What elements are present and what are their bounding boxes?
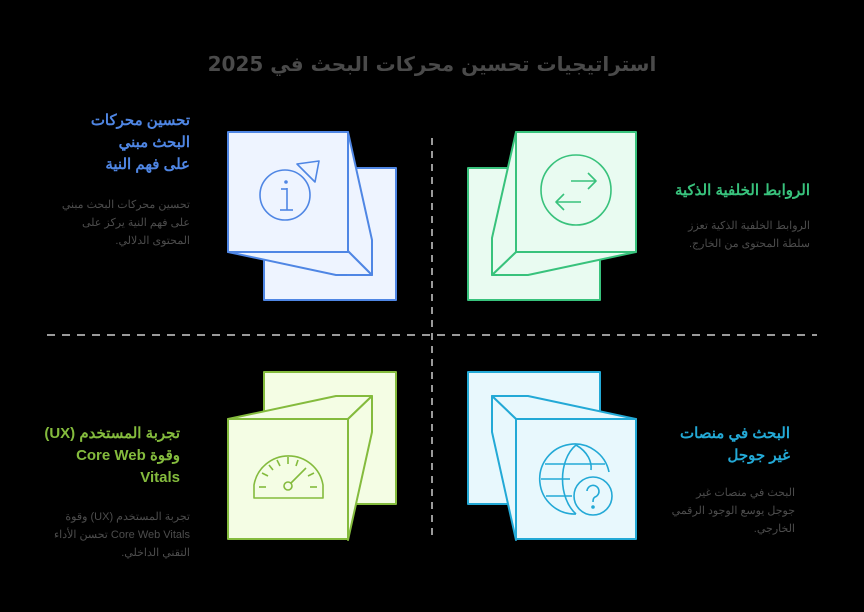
page-title: استراتيجيات تحسين محركات البحث في 2025 xyxy=(207,52,657,76)
quadrant-graphic-top-right xyxy=(467,131,637,301)
description-smart-backlinks: الروابط الخلفية الذكية تعزز سلطة المحتوى… xyxy=(688,220,810,250)
quadrant-graphic-top-left xyxy=(227,131,397,301)
heading-smart-backlinks: الروابط الخلفية الذكية xyxy=(674,182,810,199)
globe-question-icon xyxy=(538,443,613,516)
description-ux-core-web-vitals: تجربة المستخدم (UX) وقوة Core Web Vitals… xyxy=(54,511,190,559)
heading-intent-seo: تحسين محركات البحث مبني على فهم النية xyxy=(90,112,190,173)
description-non-google-search: البحث في منصات غير جوجل يوسع الوجود الرق… xyxy=(671,487,795,535)
info-icon xyxy=(259,160,320,221)
quadrant-graphic-bottom-left xyxy=(227,371,397,541)
speedometer-icon xyxy=(253,455,324,499)
quadrant-graphic-bottom-right xyxy=(467,371,637,541)
exchange-arrows-icon xyxy=(540,154,612,226)
heading-non-google-search: البحث في منصات غير جوجل xyxy=(680,425,790,464)
heading-ux-core-web-vitals: تجربة المستخدم (UX) وقوة Core Web Vitals xyxy=(44,425,180,486)
description-intent-seo: تحسين محركات البحث مبني على فهم النية ير… xyxy=(61,199,190,247)
